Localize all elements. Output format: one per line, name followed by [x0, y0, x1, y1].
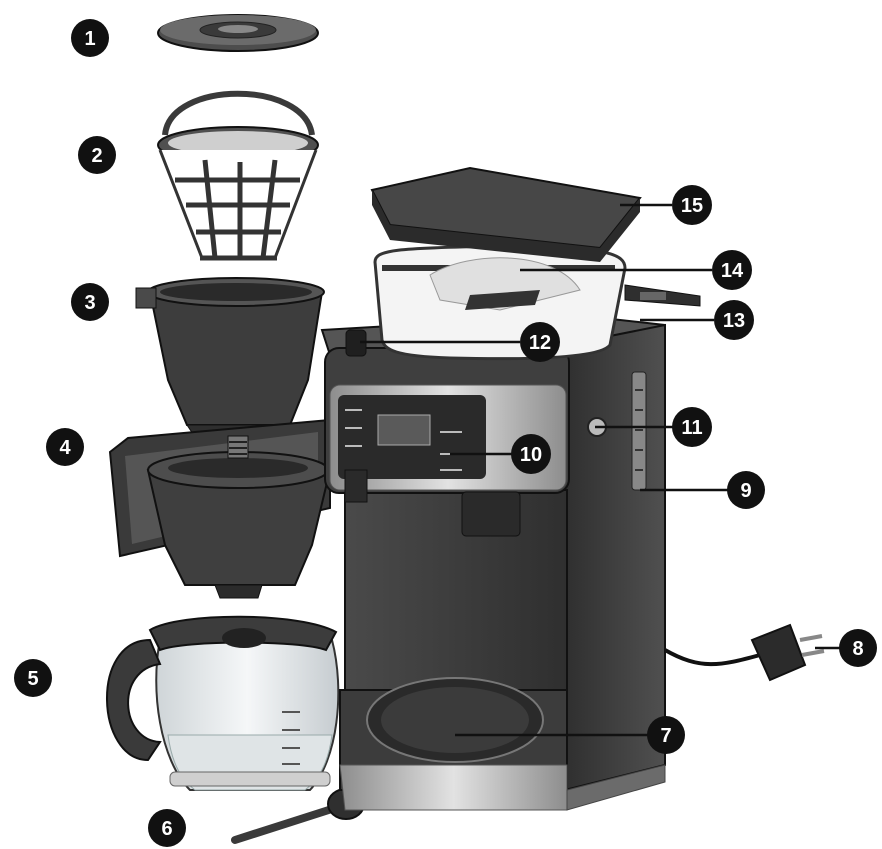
callout-label: 1: [84, 28, 95, 50]
callout-leader-lines: [360, 203, 840, 737]
callout-15: 15: [672, 185, 712, 225]
callout-14: 14: [712, 250, 752, 290]
callout-4: 4: [46, 428, 84, 466]
part-filter-carrier: [108, 418, 332, 599]
callout-label: 11: [681, 417, 702, 439]
part-glass-carafe: [106, 615, 340, 791]
callout-3: 3: [71, 283, 109, 321]
callout-7: 7: [647, 716, 685, 754]
callout-label: 2: [91, 145, 102, 167]
callout-label: 10: [520, 444, 542, 466]
part-filter-holder: [135, 277, 325, 441]
callout-9: 9: [727, 471, 765, 509]
callout-2: 2: [78, 136, 116, 174]
callout-13: 13: [714, 300, 754, 340]
callout-label: 9: [740, 480, 751, 502]
callout-label: 8: [852, 638, 863, 660]
callout-label: 6: [161, 818, 172, 840]
callout-6: 6: [148, 809, 186, 847]
callout-label: 3: [84, 292, 95, 314]
callout-8: 8: [839, 629, 877, 667]
callout-label: 13: [723, 310, 745, 332]
callout-5: 5: [14, 659, 52, 697]
callout-10: 10: [511, 434, 551, 474]
part-filter-lid: [157, 14, 319, 52]
callout-12: 12: [520, 322, 560, 362]
callout-label: 12: [529, 332, 551, 354]
callout-label: 4: [59, 437, 71, 459]
callout-11: 11: [672, 407, 712, 447]
callout-label: 14: [721, 260, 744, 282]
callout-label: 7: [660, 725, 671, 747]
coffee-maker-body: [320, 166, 701, 811]
part-power-plug: [664, 623, 825, 682]
callout-1: 1: [71, 19, 109, 57]
callout-label: 5: [27, 668, 38, 690]
callout-label: 15: [681, 195, 703, 217]
part-filter-basket: [157, 90, 319, 261]
